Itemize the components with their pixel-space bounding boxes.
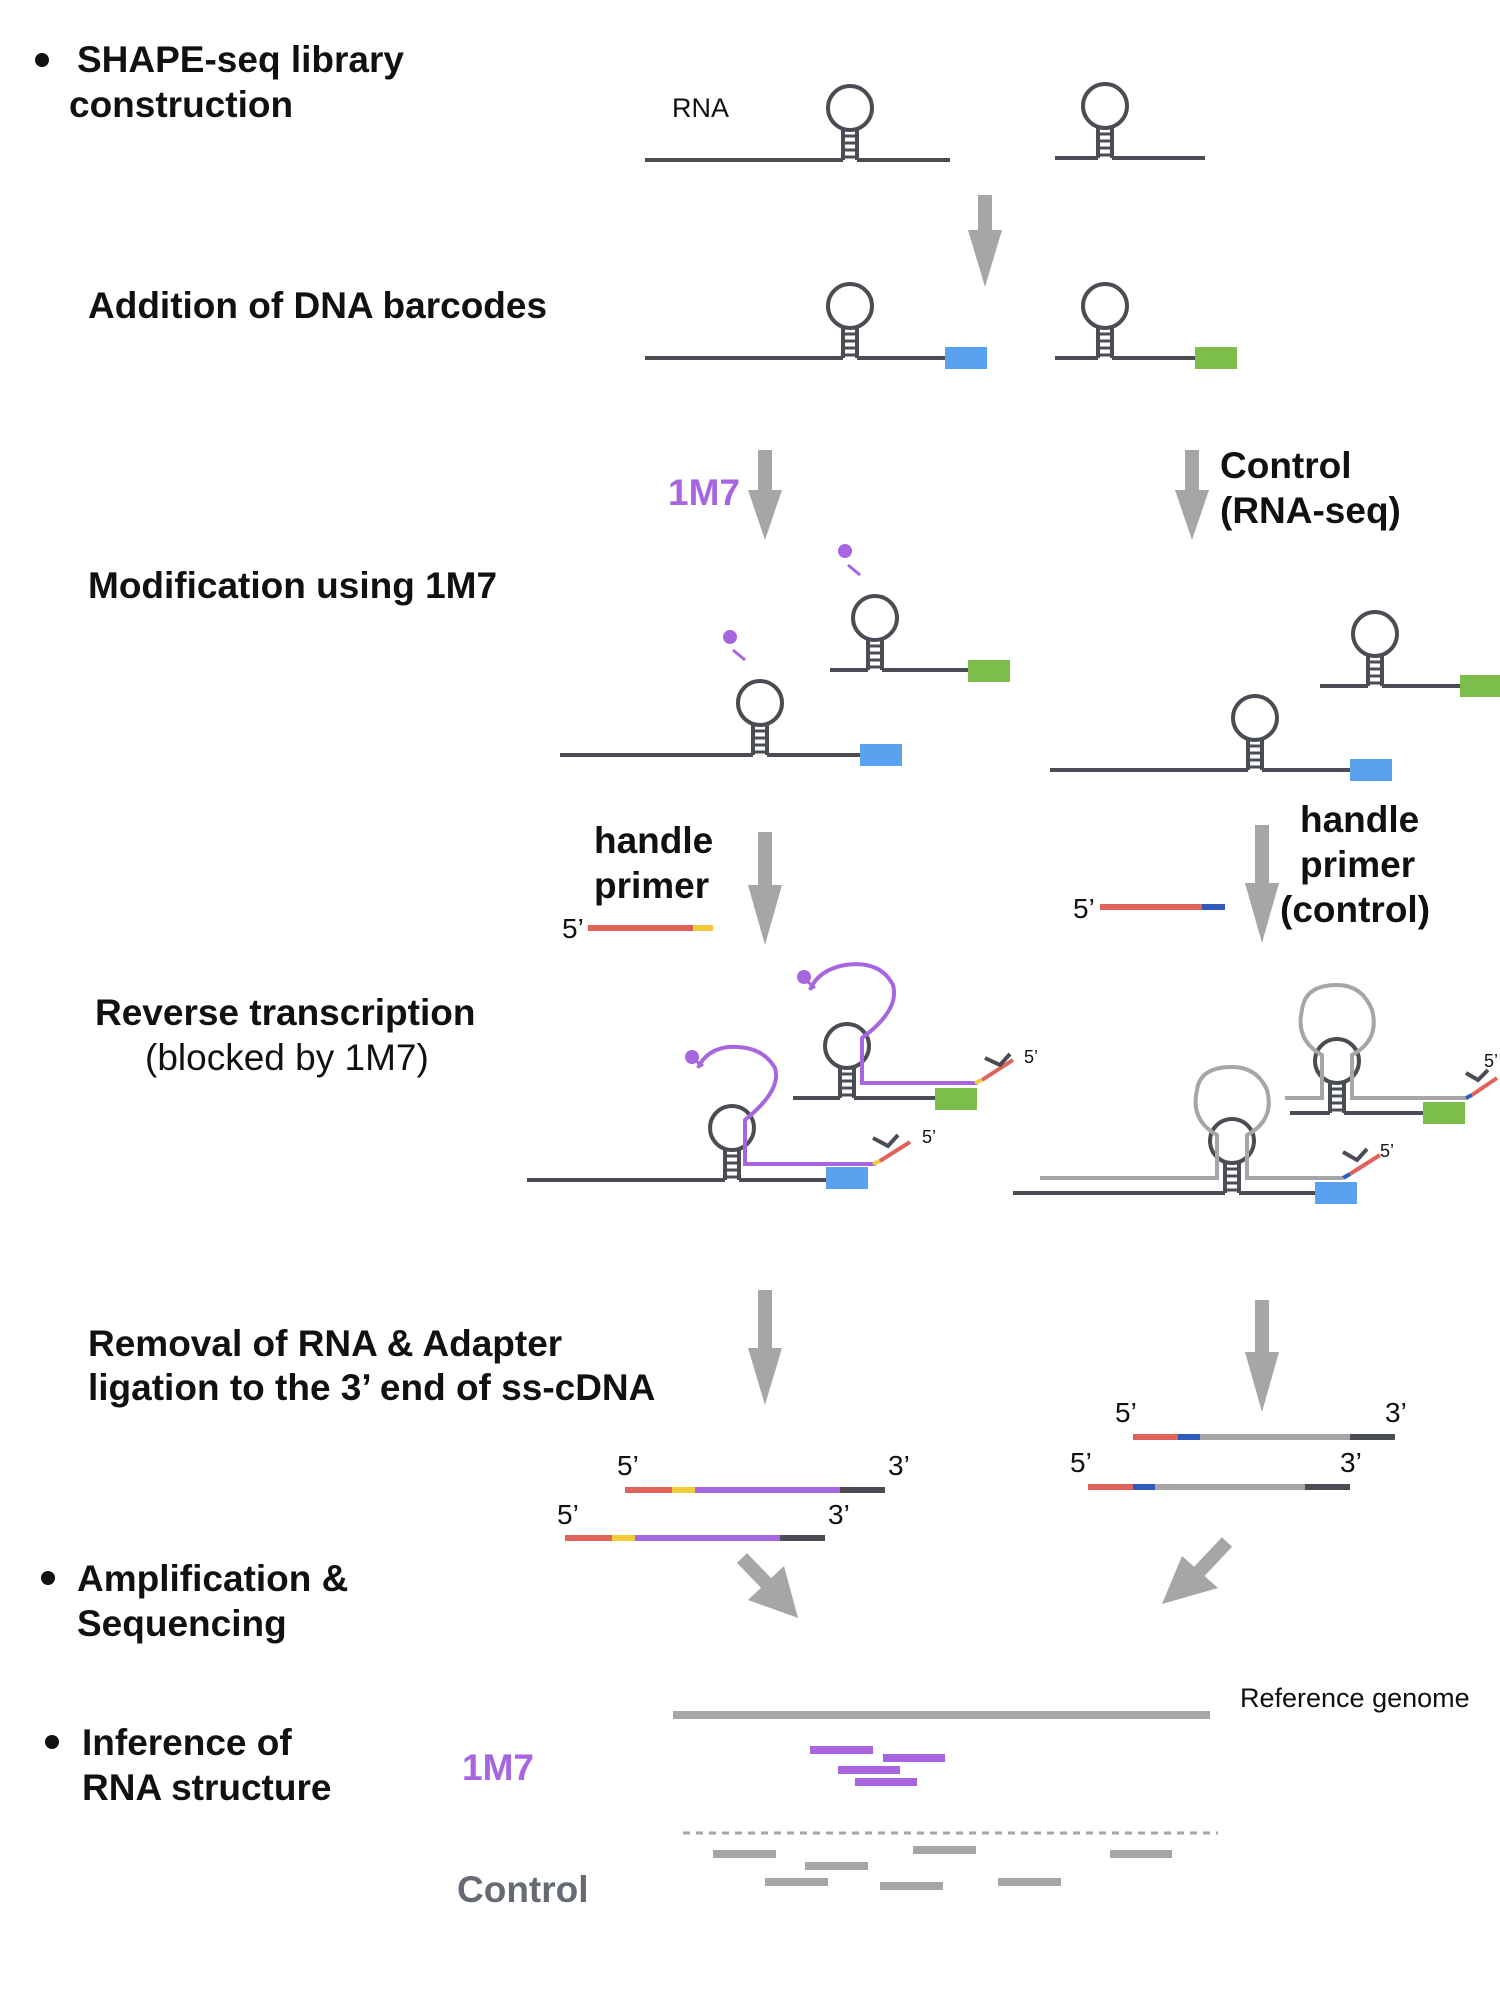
arrow-icon [1162,1537,1233,1604]
1m7-adduct-icon [838,544,852,558]
three-prime-label: 3’ [1385,1397,1407,1428]
arrow-icon [748,1290,782,1405]
barcode-blue [945,347,987,369]
rt-control-blue: 5’ [1013,1064,1394,1204]
five-prime-label: 5’ [1115,1397,1137,1428]
reads-control-label: Control [457,1869,589,1910]
three-prime-label: 3’ [1340,1447,1362,1478]
step-barcodes: Addition of DNA barcodes [88,285,547,326]
bullet-icon [41,1571,55,1585]
bullet-icon [35,53,49,67]
five-prime-label: 5’ [557,1499,579,1530]
step-inference-line2: RNA structure [82,1767,331,1808]
reads-1m7 [810,1746,945,1786]
step-reverse-transcription: Reverse transcription [95,992,475,1033]
step-modification: Modification using 1M7 [88,565,497,606]
rt-complex-blue: 5’ [527,1044,936,1189]
1m7-adduct-icon [685,1050,699,1064]
rna-modified-blue [560,630,902,766]
1m7-adduct-icon [797,970,811,984]
reference-genome-label: Reference genome [1240,1683,1470,1713]
step-library-line2: construction [69,84,293,125]
reads-1m7-label: 1M7 [462,1747,534,1788]
reagent-1m7-label: 1M7 [668,472,740,513]
step-removal-line1: Removal of RNA & Adapter [88,1323,562,1364]
handle-primer-label-line1: handle [594,820,713,861]
rna-control-green [1320,610,1500,697]
handle-primer-label-line2: primer [594,865,709,906]
rt-complex-green: 5’ [793,962,1038,1110]
five-prime-label: 5’ [1380,1141,1394,1161]
bullet-icon [45,1735,59,1749]
rna-label: RNA [672,93,729,123]
step-library-line1: SHAPE-seq library [77,39,404,80]
arrow-icon [748,832,782,945]
five-prime-label: 5’ [1484,1051,1498,1071]
three-prime-label: 3’ [888,1450,910,1481]
three-prime-label: 3’ [828,1499,850,1530]
five-prime-label: 5’ [1024,1047,1038,1067]
arrow-icon [1175,450,1209,540]
1m7-adduct-icon [723,630,737,644]
rna-molecule-2 [1055,82,1205,160]
step-reverse-transcription-sub: (blocked by 1M7) [145,1037,429,1078]
five-prime-label: 5’ [922,1127,936,1147]
rna-molecule-1 [645,84,950,162]
arrow-icon [736,1553,798,1618]
step-amplification-line2: Sequencing [77,1603,287,1644]
step-amplification-line1: Amplification & [77,1558,348,1599]
arrow-icon [748,450,782,540]
rna-control-blue [1050,694,1392,781]
arrow-icon [1245,1300,1279,1412]
handle-primer-control-label-line3: (control) [1280,889,1430,930]
step-inference-line1: Inference of [82,1722,292,1763]
five-prime-label: 5’ [617,1450,639,1481]
rna-barcoded-green [1055,282,1237,369]
control-label-line1: Control [1220,445,1352,486]
step-removal-line2: ligation to the 3’ end of ss-cDNA [88,1367,655,1408]
arrow-icon [1245,825,1279,943]
rna-modified-green [830,544,1010,682]
control-label-line2: (RNA-seq) [1220,490,1401,531]
five-prime-label: 5’ [1073,893,1095,924]
handle-primer-control-label-line2: primer [1300,844,1415,885]
five-prime-label: 5’ [562,913,584,944]
five-prime-label: 5’ [1070,1447,1092,1478]
handle-primer-control-label-line1: handle [1300,799,1419,840]
rna-barcoded-blue [645,282,987,369]
reads-control [713,1846,1172,1890]
rt-control-green: 5’ [1285,982,1499,1124]
arrow-icon [968,195,1002,287]
barcode-green [1195,347,1237,369]
